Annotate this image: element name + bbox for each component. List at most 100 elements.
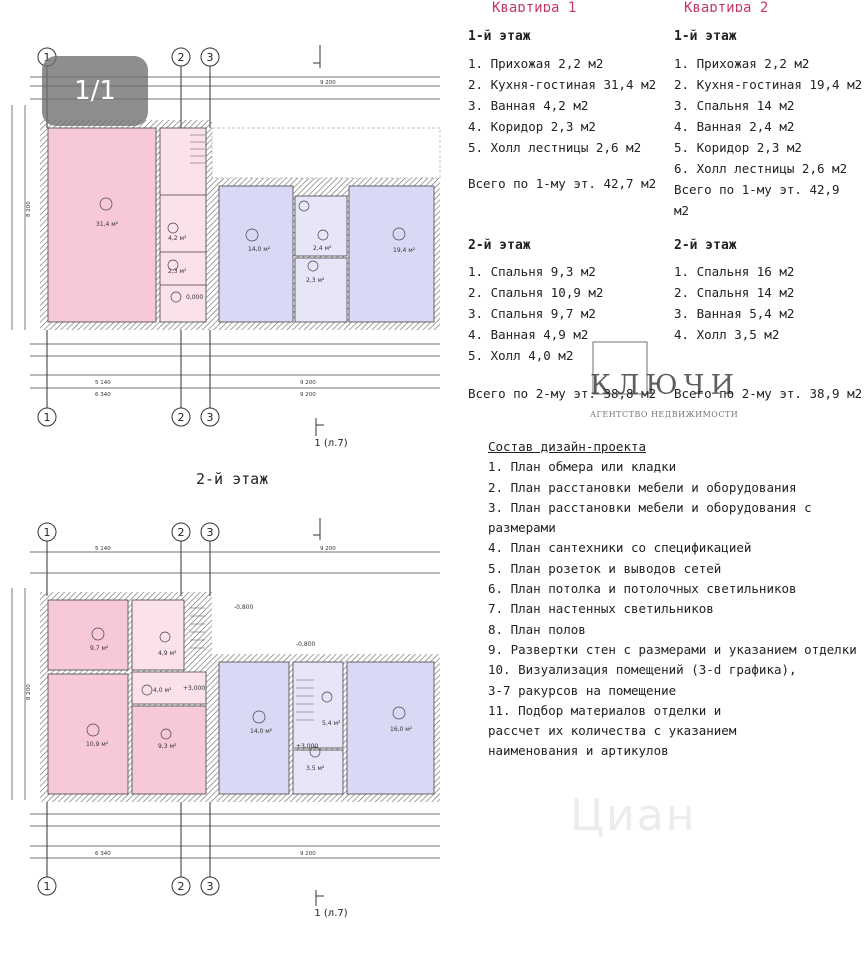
- room-f2-bed3-area: 9,7 м²: [90, 645, 109, 652]
- axis-3-bottom-f2: 3: [207, 880, 214, 893]
- list-item: рассчет их количества с указанием: [488, 723, 737, 739]
- list-item: 2. Спальня 14 м2: [674, 285, 795, 300]
- list-item: 6. План потолка и потолочных светильнико…: [488, 581, 797, 597]
- room-f2-bath2-area: 5,4 м²: [322, 720, 341, 727]
- list-item: 2. План расстановки мебели и оборудовани…: [488, 479, 797, 495]
- dim-top-9200: 9 200: [320, 80, 336, 86]
- list-item: 3. План расстановки мебели и оборудовани…: [488, 499, 812, 536]
- dim-top-right-f2: 9 200: [320, 546, 336, 552]
- room-f2-hall2-area: 3,5 м²: [306, 765, 325, 772]
- apt2-floor2-header: 2-й этаж: [674, 238, 737, 253]
- apt1-floor1-total: Всего по 1-му эт. 42,7 м2: [468, 176, 657, 191]
- apt2-floor1-total-unit: м2: [674, 203, 690, 218]
- list-item: 2. Кухня-гостиная 31,4 м2: [468, 77, 657, 92]
- list-item: 10. Визуализация помещений (3-d графика)…: [488, 662, 797, 678]
- ref-label-f1: 1 (л.7): [314, 438, 347, 449]
- dim-total-left-f2: 6 340: [95, 851, 111, 857]
- room-f1-corridor2-area: 2,3 м²: [306, 277, 325, 284]
- apt1-floor2-total: Всего по 2-му эт. 38,8 м2: [468, 386, 657, 401]
- room-f2-hall-area: 4,0 м²: [153, 687, 172, 694]
- axis-3-top-f2: 3: [207, 526, 214, 539]
- room-f1-corridor-area: 2,3 м²: [168, 268, 187, 275]
- mark-plus-3000-a: +3,000: [183, 685, 205, 692]
- dim-total-right: 9 200: [300, 392, 316, 398]
- list-item: 4. Ванная 4,9 м2: [468, 327, 589, 342]
- apartment1-floor1-list: 1-й этаж 1. Прихожая 2,2 м2 2. Кухня-гос…: [468, 26, 656, 194]
- room-f1-bedroom-area: 14,0 м²: [248, 246, 271, 253]
- list-item: 2. Спальня 10,9 м2: [468, 285, 604, 300]
- list-item: 7. План настенных светильников: [488, 601, 714, 617]
- list-item: 5. Холл лестницы 2,6 м2: [468, 140, 642, 155]
- apt1-floor1-header: 1-й этаж: [468, 29, 531, 44]
- list-item: 1. Спальня 9,3 м2: [468, 264, 596, 279]
- room-f2-bed1-area: 9,3 м²: [158, 743, 177, 750]
- list-item: наименования и артикулов: [488, 743, 669, 759]
- height-dim-f2: 8 200: [26, 684, 32, 700]
- list-item: 4. План сантехники со спецификацией: [488, 540, 752, 556]
- logo-subtitle: АГЕНТСТВО НЕДВИЖИМОСТИ: [590, 410, 739, 419]
- apt1-floor2-header: 2-й этаж: [468, 238, 531, 253]
- axis-1-bottom: 1: [44, 411, 51, 424]
- mark-minus-0800-a: -0,800: [234, 604, 254, 611]
- list-item: 6. Холл лестницы 2,6 м2: [674, 161, 848, 176]
- floor-plan-svg: 8 200 5 140 9 200 6 340 9 200 9 200: [11, 45, 441, 919]
- dim-total-right-f2: 9 200: [300, 851, 316, 857]
- room-f2-bed1b-area: 16,0 м²: [390, 726, 413, 733]
- apt2-floor1-total: Всего по 1-му эт. 42,9: [674, 182, 840, 197]
- list-item: 1. Прихожая 2,2 м2: [468, 56, 604, 71]
- design-project-list: Состав дизайн-проекта 1. План обмера или…: [488, 437, 860, 762]
- floor-plan-drawing: 8 200 5 140 9 200 6 340 9 200 9 200: [11, 45, 441, 919]
- list-item: 1. Прихожая 2,2 м2: [674, 56, 810, 71]
- list-item: 8. План полов: [488, 621, 586, 637]
- room-f1-kitchen2-area: 19,4 м²: [393, 247, 416, 254]
- apt2-floor1-header: 1-й этаж: [674, 29, 737, 44]
- apt2-floor2-total: Всего по 2-му эт. 38,9 м2: [674, 386, 863, 401]
- image-counter-badge: 1/1: [42, 56, 148, 126]
- dim-top-left-f2: 5 140: [95, 546, 111, 552]
- list-item: 11. Подбор материалов отделки и: [488, 702, 722, 718]
- list-item: 5. Коридор 2,3 м2: [674, 140, 802, 155]
- list-item: 3. Спальня 9,7 м2: [468, 306, 596, 321]
- dim-total-left: 6 340: [95, 392, 111, 398]
- room-f2-bed2-area: 10,9 м²: [86, 741, 109, 748]
- axis-1-top: 1: [44, 51, 51, 64]
- room-f1-kitchen-area: 31,4 м²: [96, 221, 119, 228]
- dim-top-left: 5 140: [95, 380, 111, 386]
- list-item: 3. Ванная 5,4 м2: [674, 306, 795, 321]
- apartment2-title: Квартира 2: [684, 0, 769, 12]
- apartment1-floor2-list: 2-й этаж 1. Спальня 9,3 м2 2. Спальня 10…: [468, 235, 656, 404]
- list-item: 4. Коридор 2,3 м2: [468, 119, 596, 134]
- axis-2-top: 2: [178, 51, 185, 64]
- floor2-title: 2-й этаж: [196, 470, 269, 488]
- dim-top-right: 9 200: [300, 380, 316, 386]
- apartment2-floor2-list: 2-й этаж 1. Спальня 16 м2 2. Спальня 14 …: [674, 235, 862, 404]
- list-item: 1. Спальня 16 м2: [674, 264, 795, 279]
- axis-1-bottom-f2: 1: [44, 880, 51, 893]
- list-item: 5. Холл 4,0 м2: [468, 348, 574, 363]
- room-f1-bath2-area: 2,4 м²: [313, 245, 332, 252]
- axis-3-top: 3: [207, 51, 214, 64]
- mark-plus-3000-b: +3,000: [296, 743, 318, 750]
- design-project-title: Состав дизайн-проекта: [488, 439, 647, 454]
- axis-2-top-f2: 2: [178, 526, 185, 539]
- mark-minus-0800-b: -0,800: [296, 641, 316, 648]
- cian-watermark: Циан: [570, 790, 697, 841]
- floor2-plan: 8 200 5 140 9 200 6 340 9 200: [11, 518, 440, 919]
- axis-2-bottom: 2: [178, 411, 185, 424]
- list-item: 3. Спальня 14 м2: [674, 98, 795, 113]
- list-item: 1. План обмера или кладки: [488, 459, 677, 475]
- apartment2-floor1-list: 1-й этаж 1. Прихожая 2,2 м2 2. Кухня-гос…: [674, 26, 862, 221]
- axis-3-bottom: 3: [207, 411, 214, 424]
- list-item: 2. Кухня-гостиная 19,4 м2: [674, 77, 863, 92]
- mark-zero: 0,000: [186, 294, 203, 301]
- list-item: 3-7 ракурсов на помещение: [488, 682, 677, 698]
- axis-1-top-f2: 1: [44, 526, 51, 539]
- height-dim: 8 200: [26, 201, 32, 217]
- apartment1-title: Квартира 1: [492, 0, 577, 12]
- list-item: 3. Ванная 4,2 м2: [468, 98, 589, 113]
- list-item: 9. Развертки стен с размерами и указание…: [488, 641, 857, 657]
- list-item: 5. План розеток и выводов сетей: [488, 560, 722, 576]
- room-f2-bed2b-area: 14,0 м²: [250, 728, 273, 735]
- list-item: 4. Холл 3,5 м2: [674, 327, 780, 342]
- axis-2-bottom-f2: 2: [178, 880, 185, 893]
